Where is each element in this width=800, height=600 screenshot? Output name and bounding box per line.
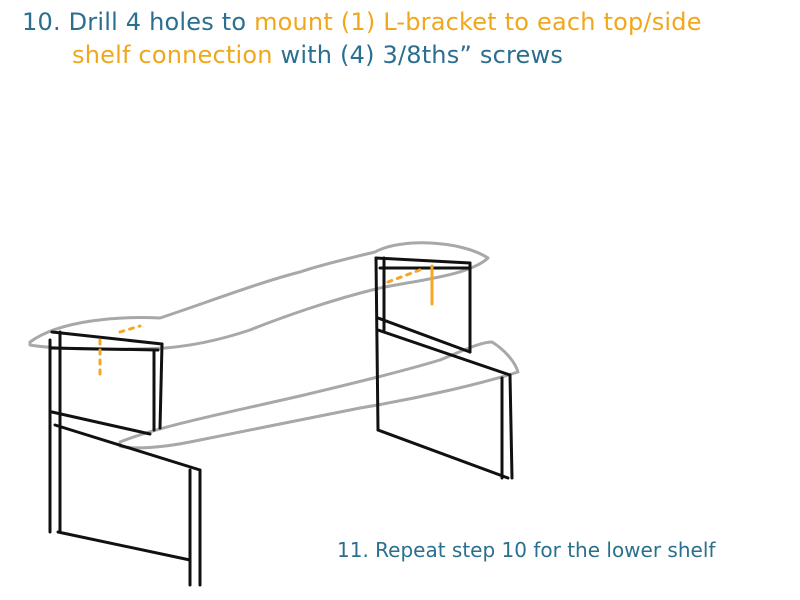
step-10-highlight-2: shelf connection (72, 41, 273, 69)
step-11-instruction: 11. Repeat step 10 for the lower shelf (337, 538, 716, 562)
left-side-panel (48, 330, 202, 587)
l-bracket-right (386, 264, 434, 306)
top-shelf-outline (28, 241, 490, 351)
right-side-panel (374, 256, 514, 480)
l-bracket-left (98, 324, 142, 380)
step-10-highlight-1: mount (1) L-bracket to each top/side (254, 8, 702, 36)
step-10-text-start: 10. Drill 4 holes to (22, 8, 255, 36)
step-10-text-end: with (4) 3/8ths” screws (272, 41, 564, 69)
step-10-instruction: 10. Drill 4 holes to mount (1) L-bracket… (22, 6, 792, 72)
step-10-line-2: shelf connection with (4) 3/8ths” screws (22, 39, 792, 72)
lower-shelf-outline (118, 340, 520, 450)
